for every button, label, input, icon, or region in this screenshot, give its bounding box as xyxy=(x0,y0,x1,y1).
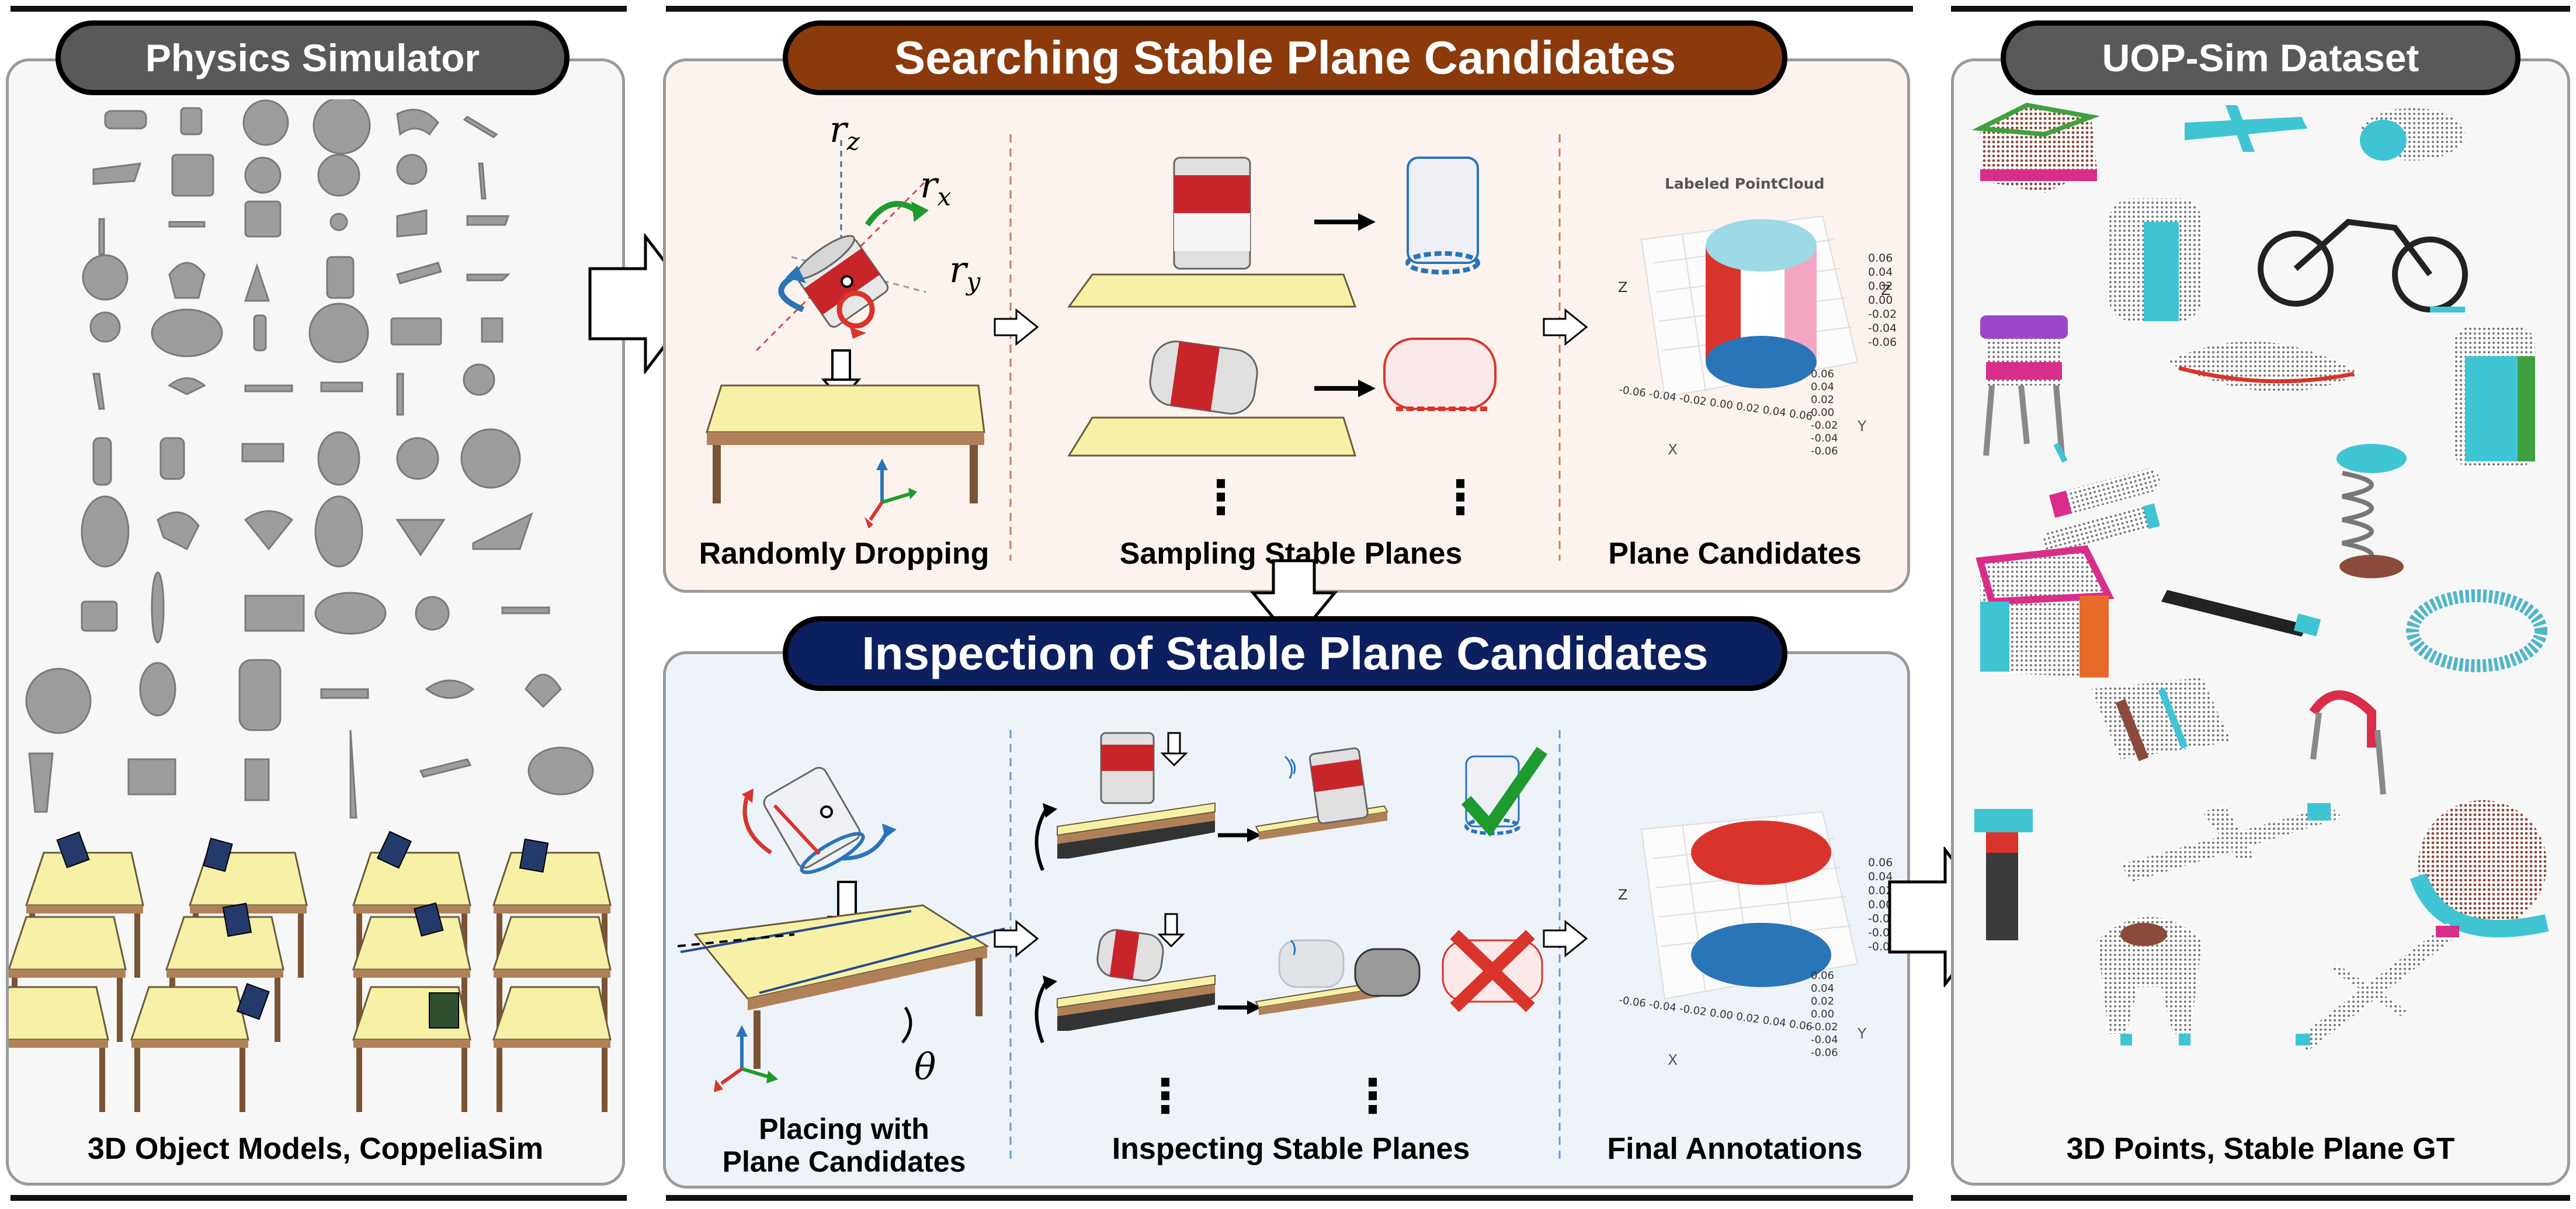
bottom-rule-right xyxy=(1951,1195,2570,1201)
inspect-small-arrow-1 xyxy=(994,920,1039,957)
final-plot-y-ticks: 0.06 0.04 0.02 0.00 -0.02 -0.04 -0.06 xyxy=(1811,970,1838,1059)
search-ellipsis-2: ⋮ xyxy=(1437,470,1484,524)
inspect-ellipsis-2: ⋮ xyxy=(1349,1069,1396,1123)
plane-candidates-label: Plane Candidates xyxy=(1608,537,1862,571)
dataset-pointclouds xyxy=(1971,102,2549,1051)
inspection-title: Inspection of Stable Plane Candidates xyxy=(783,616,1787,691)
bottom-rule-left xyxy=(11,1195,627,1201)
final-plot-x-label: X xyxy=(1668,1051,1678,1068)
svg-text:Z: Z xyxy=(1618,887,1627,903)
theta-symbol: θ xyxy=(914,1045,936,1088)
placing-label: Placing with Plane Candidates xyxy=(722,1113,966,1178)
ry-symbol: ry xyxy=(949,248,981,296)
search-title: Searching Stable Plane Candidates xyxy=(783,20,1787,95)
inspect-small-arrow-2 xyxy=(1543,920,1588,957)
search-small-arrow-2 xyxy=(1543,308,1588,346)
randomly-dropping-label: Randomly Dropping xyxy=(699,537,990,571)
sampling-stable-planes-illustration xyxy=(1067,157,1497,457)
plot-title: Labeled PointCloud xyxy=(1665,175,1825,192)
plot-y-label: Y xyxy=(1858,418,1867,435)
svg-text:Z: Z xyxy=(1881,282,1890,298)
plane-candidates-plot: Z Z xyxy=(1618,215,1890,398)
placing-illustration xyxy=(678,767,1005,1092)
simulation-tables xyxy=(9,831,612,1113)
inspecting-stable-planes-illustration xyxy=(1034,732,1548,1044)
physics-simulator-caption: 3D Object Models, CoppeliaSim xyxy=(87,1132,544,1166)
physics-simulator-title: Physics Simulator xyxy=(55,20,570,95)
inspect-ellipsis-1: ⋮ xyxy=(1142,1069,1189,1123)
search-ellipsis-1: ⋮ xyxy=(1197,470,1244,524)
final-annotations-label: Final Annotations xyxy=(1607,1132,1863,1166)
top-rule-right xyxy=(1951,6,2570,12)
final-annotations-plot: Z xyxy=(1618,811,1859,1000)
dataset-title: UOP-Sim Dataset xyxy=(2001,20,2521,95)
rx-symbol: rx xyxy=(920,164,952,211)
plot-y-ticks: 0.06 0.04 0.02 0.00 -0.02 -0.04 -0.06 xyxy=(1811,368,1838,457)
top-rule-center xyxy=(666,6,1913,12)
rz-symbol: rz xyxy=(829,108,860,156)
search-separators xyxy=(1009,134,1561,561)
bottom-rule-center xyxy=(666,1195,1913,1201)
svg-text:Z: Z xyxy=(1618,279,1627,296)
final-plot-y-label: Y xyxy=(1858,1025,1867,1042)
inspecting-stable-planes-label: Inspecting Stable Planes xyxy=(1112,1132,1470,1166)
object-models-grid xyxy=(25,99,594,819)
search-small-arrow-1 xyxy=(994,308,1039,346)
plot-x-label: X xyxy=(1668,441,1678,458)
dataset-caption: 3D Points, Stable Plane GT xyxy=(2066,1132,2455,1166)
random-drop-illustration xyxy=(705,140,985,529)
top-rule-left xyxy=(11,6,627,12)
plot-z-ticks: 0.06 0.04 0.02 0.00 -0.02 -0.04 -0.06 xyxy=(1868,252,1897,349)
